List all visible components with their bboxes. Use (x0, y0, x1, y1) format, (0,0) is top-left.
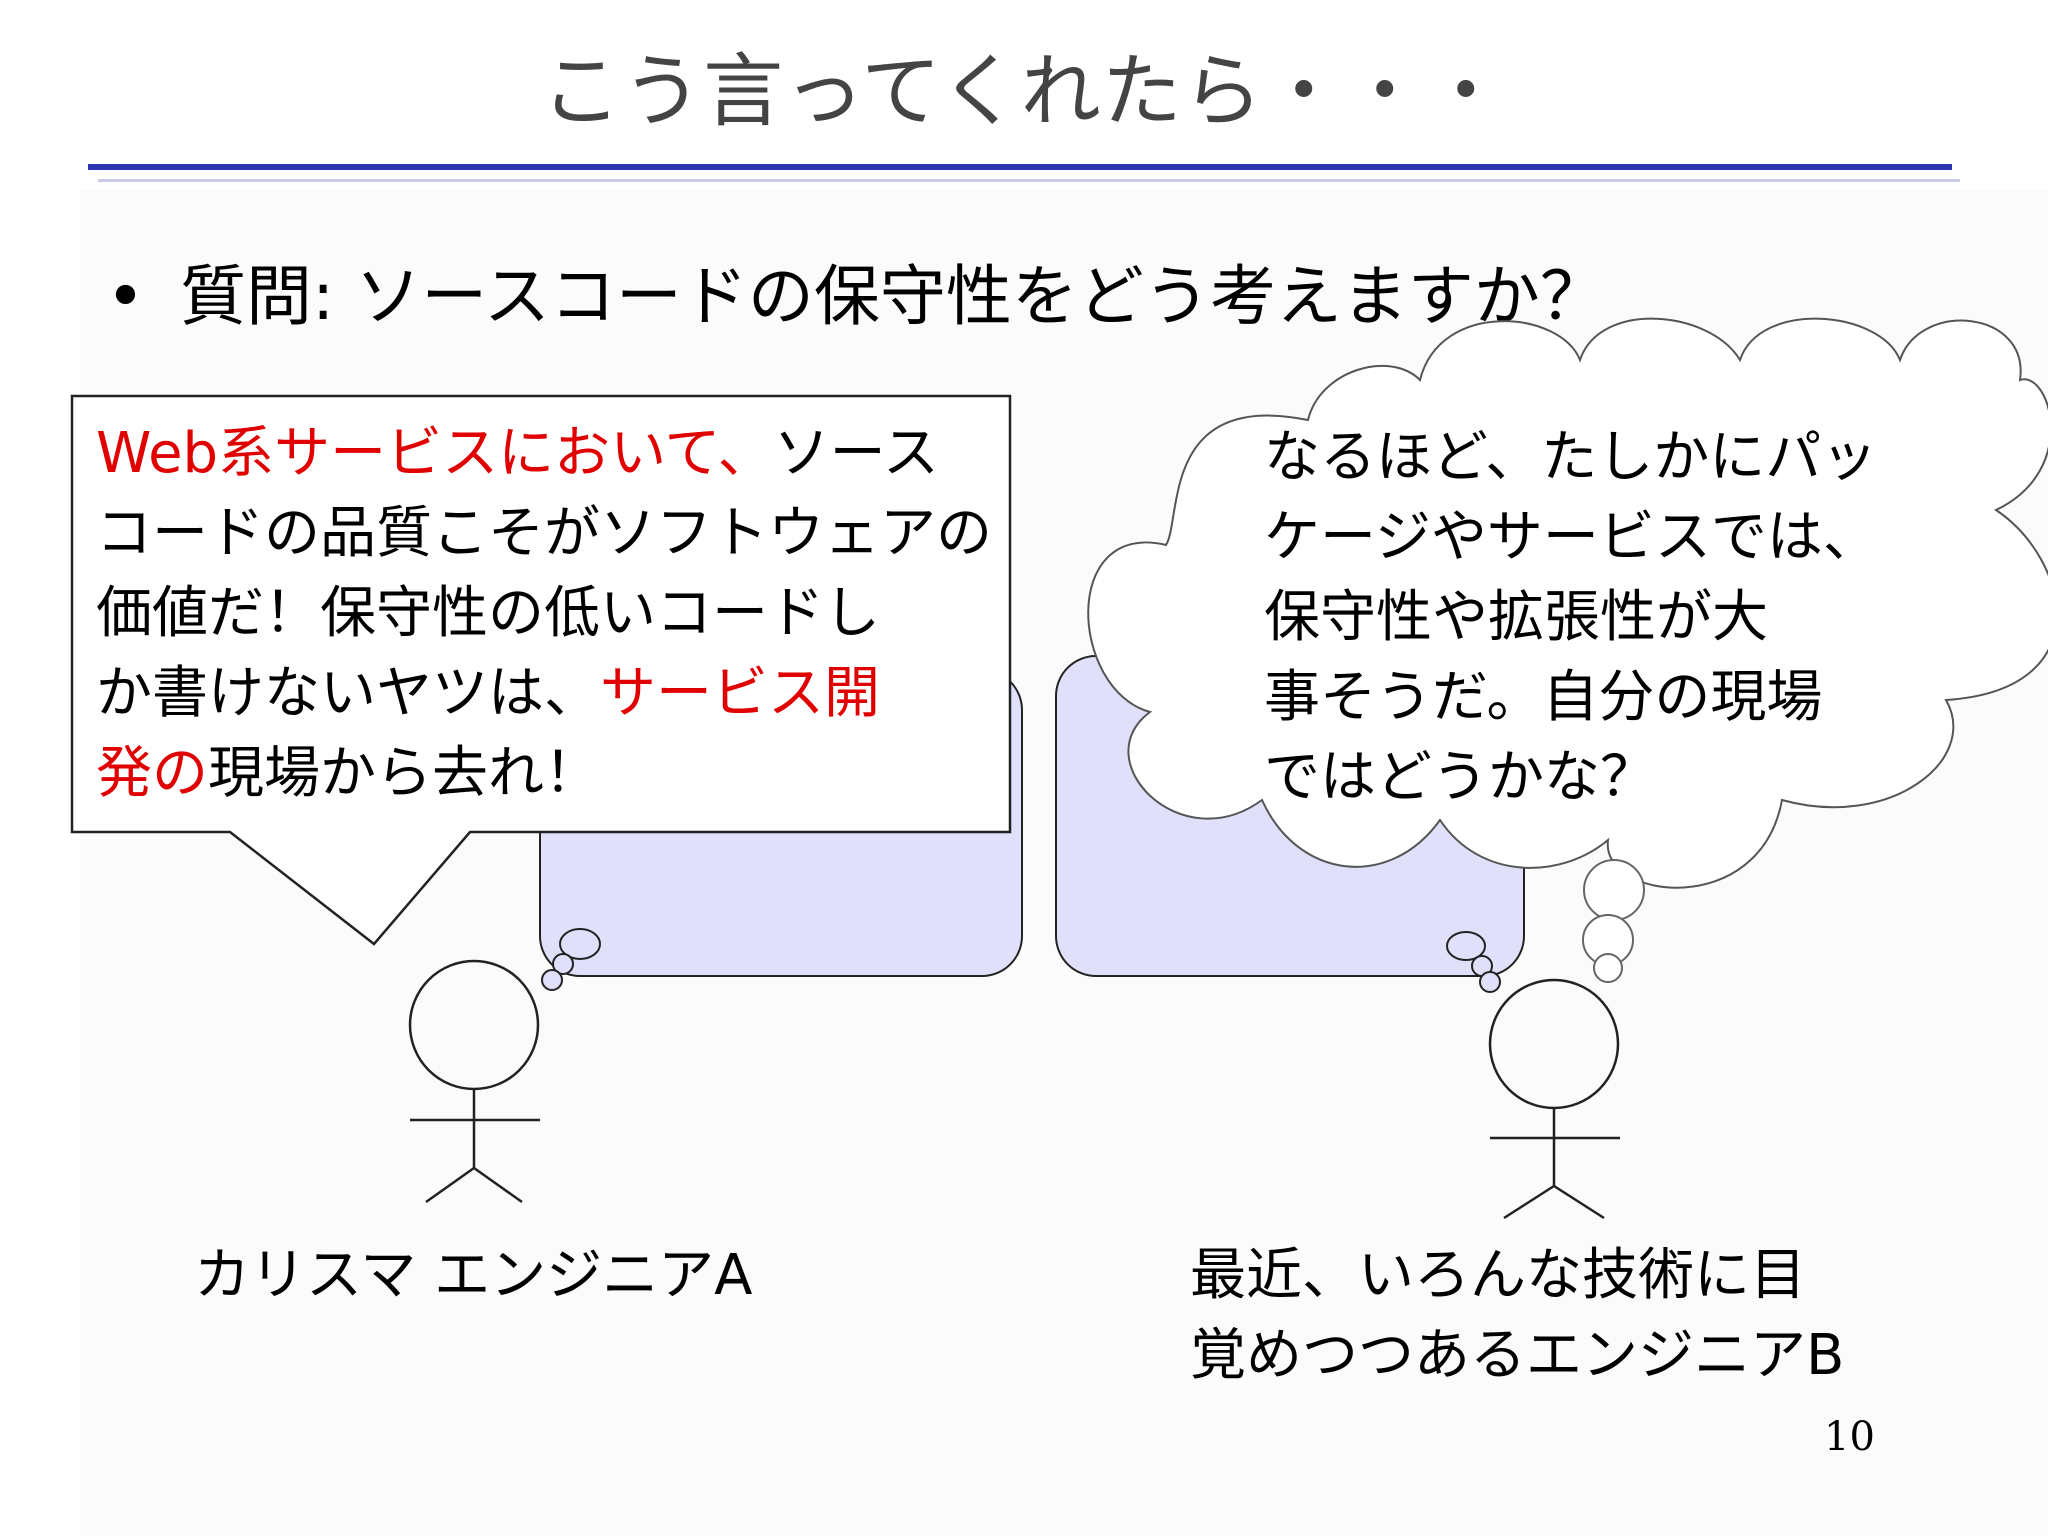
speech-bubble-line: 発の現場から去れ！ (96, 734, 992, 814)
speech-bubble-text: Web系サービスにおいて、ソースコードの品質こそがソフトウェアの価値だ！保守性の… (96, 414, 992, 814)
speech-text-segment: コードの品質こそがソフトウェアの (96, 501, 992, 566)
thought-trail-circle (1583, 859, 1645, 921)
engineer-b-figure (1488, 978, 1620, 1220)
thought-trail-circle (1593, 953, 1623, 983)
highlight-text: サービス開 (600, 661, 880, 726)
engineer-a-small-thought-circle (541, 969, 563, 991)
speech-text-segment: 価値だ！保守性の低いコードし (96, 581, 880, 646)
page-number: 10 (1824, 1414, 1875, 1460)
speech-text-segment: ソース (773, 421, 939, 486)
speech-bubble-line: Web系サービスにおいて、ソース (96, 414, 992, 494)
engineer-b-small-thought-circle (1479, 971, 1501, 993)
speech-text-segment: か書けないヤツは、 (96, 661, 600, 726)
engineer-a-small-thought-circle (559, 928, 601, 960)
thought-bubble-line: ではどうかな？ (1264, 745, 1656, 810)
engineer-b-label: 最近、いろんな技術に目覚めつつあるエンジニアB (1190, 1236, 1844, 1396)
highlight-text: Web系サービスにおいて、 (96, 421, 774, 486)
engineer-a-small-thought-circle (552, 953, 574, 975)
question-bullet: • 質問: ソースコードの保守性をどう考えますか？ (106, 252, 1606, 342)
speech-bubble (70, 394, 1012, 946)
highlight-text: 発の (96, 741, 208, 806)
title-divider-shadow (98, 179, 1960, 182)
speech-bubble-line: コードの品質こそがソフトウェアの (96, 494, 992, 574)
engineer-label-line: 覚めつつあるエンジニアB (1190, 1323, 1845, 1388)
thought-bubble-text: なるほど、たしかにパッケージやサービスでは、保守性や拡張性が大事そうだ。自分の現… (1264, 418, 1879, 818)
engineer-a-figure (408, 959, 540, 1204)
thought-bubble-line: 保守性や拡張性が大 (1264, 585, 1768, 650)
thought-bubble-line: 事そうだ。自分の現場 (1264, 665, 1823, 730)
speech-text-segment: 現場から去れ！ (208, 741, 600, 806)
speech-bubble-line: か書けないヤツは、サービス開 (96, 654, 992, 734)
bullet-icon: • (106, 258, 145, 335)
speech-bubble-line: 価値だ！保守性の低いコードし (96, 574, 992, 654)
engineer-label-line: カリスマ エンジニアA (194, 1243, 753, 1308)
engineer-a-label: カリスマ エンジニアA (194, 1236, 752, 1316)
question-text: 質問: ソースコードの保守性をどう考えますか？ (180, 258, 1606, 335)
slide-title: こう言ってくれたら・・・ (541, 45, 1507, 138)
engineer-b-small-thought-circle (1446, 931, 1486, 961)
thought-bubble-line: ケージやサービスでは、 (1264, 505, 1879, 570)
thought-cloud (1087, 317, 2048, 889)
thought-bubble-line: なるほど、たしかにパッ (1264, 425, 1878, 490)
title-divider (88, 164, 1952, 170)
engineer-label-line: 最近、いろんな技術に目 (1190, 1243, 1806, 1308)
